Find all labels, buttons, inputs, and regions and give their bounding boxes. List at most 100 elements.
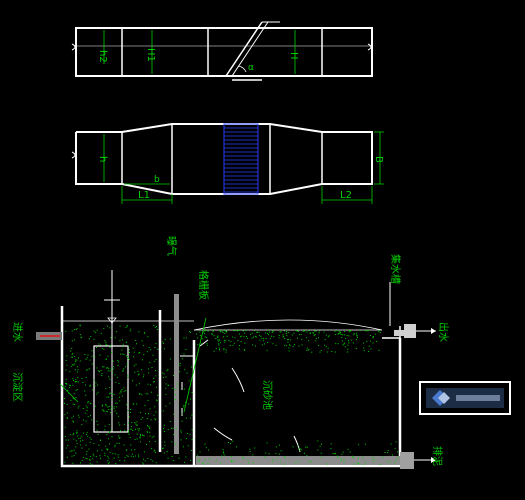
- speckle: [135, 364, 137, 365]
- speckle: [105, 388, 107, 390]
- dim-h1-label: H1: [145, 48, 156, 62]
- speckle: [326, 463, 328, 465]
- speckle: [126, 404, 128, 406]
- speckle: [162, 376, 164, 378]
- speckle: [114, 444, 116, 446]
- speckle: [292, 446, 294, 448]
- speckle: [110, 429, 112, 431]
- speckle: [73, 421, 74, 423]
- speckle: [95, 382, 97, 384]
- inner-screen-box: [93, 345, 129, 433]
- speckle: [113, 406, 115, 408]
- speckle: [252, 462, 254, 464]
- outlet-pipe-flange: [394, 330, 404, 336]
- speckle: [179, 363, 181, 364]
- speckle: [126, 325, 128, 327]
- speckle: [129, 412, 131, 413]
- speckle: [140, 435, 142, 437]
- speckle: [99, 354, 101, 356]
- speckle: [267, 330, 269, 331]
- speckle: [265, 452, 267, 454]
- speckle: [149, 435, 151, 437]
- speckle: [306, 455, 308, 457]
- speckle: [111, 393, 113, 395]
- speckle: [109, 370, 111, 372]
- speckle: [275, 344, 277, 346]
- speckle: [337, 343, 339, 345]
- speckle: [147, 399, 149, 401]
- speckle: [279, 461, 281, 463]
- speckle: [347, 344, 349, 346]
- speckle: [94, 385, 96, 387]
- speckle: [146, 351, 148, 353]
- speckle: [340, 331, 342, 333]
- speckle: [125, 326, 127, 328]
- speckle: [140, 418, 142, 420]
- speckle: [362, 456, 364, 458]
- speckle: [72, 434, 74, 436]
- speckle: [286, 331, 288, 332]
- speckle: [237, 330, 239, 332]
- speckle: [324, 344, 326, 346]
- speckle: [65, 330, 67, 332]
- speckle: [197, 454, 199, 456]
- speckle: [291, 334, 293, 336]
- speckle: [90, 336, 92, 337]
- speckle: [150, 391, 152, 393]
- speckle: [112, 360, 114, 362]
- speckle: [93, 330, 95, 332]
- speckle: [321, 456, 323, 458]
- speckle: [111, 406, 112, 408]
- speckle: [300, 333, 302, 335]
- speckle: [203, 463, 205, 465]
- speckle: [191, 392, 193, 393]
- speckle: [349, 451, 351, 453]
- speckle: [97, 424, 99, 426]
- speckle: [264, 456, 266, 458]
- speckle: [93, 455, 95, 457]
- speckle: [122, 346, 124, 348]
- speckle: [120, 390, 122, 392]
- speckle: [90, 438, 92, 440]
- speckle: [153, 324, 155, 326]
- speckle: [309, 332, 311, 334]
- speckle: [128, 422, 129, 424]
- speckle: [124, 430, 126, 432]
- speckle: [310, 332, 312, 334]
- speckle: [232, 336, 234, 338]
- speckle: [306, 337, 308, 339]
- speckle: [239, 345, 240, 347]
- speckle: [169, 402, 171, 404]
- speckle: [110, 368, 112, 369]
- speckle: [149, 362, 151, 364]
- speckle: [138, 331, 140, 333]
- speckle: [207, 462, 209, 464]
- speckle: [76, 443, 78, 445]
- speckle: [285, 332, 287, 334]
- speckle: [238, 348, 240, 350]
- speckle: [72, 462, 74, 464]
- speckle: [320, 350, 322, 352]
- speckle: [284, 457, 285, 459]
- speckle: [138, 456, 140, 458]
- speckle: [370, 348, 372, 350]
- speckle: [133, 351, 135, 353]
- speckle: [73, 433, 75, 434]
- speckle: [356, 336, 358, 338]
- speckle: [320, 452, 322, 454]
- speckle: [335, 452, 336, 454]
- speckle: [373, 458, 375, 460]
- speckle: [284, 456, 286, 458]
- speckle: [170, 427, 172, 429]
- speckle: [113, 366, 114, 368]
- speckle: [127, 456, 129, 457]
- flow-arrow-2: [213, 427, 233, 441]
- speckle: [69, 434, 71, 436]
- speckle: [76, 328, 78, 330]
- speckle: [122, 353, 124, 355]
- speckle: [340, 458, 342, 460]
- speckle: [112, 372, 114, 373]
- speckle: [315, 330, 317, 332]
- speckle: [372, 337, 374, 339]
- speckle: [348, 330, 350, 332]
